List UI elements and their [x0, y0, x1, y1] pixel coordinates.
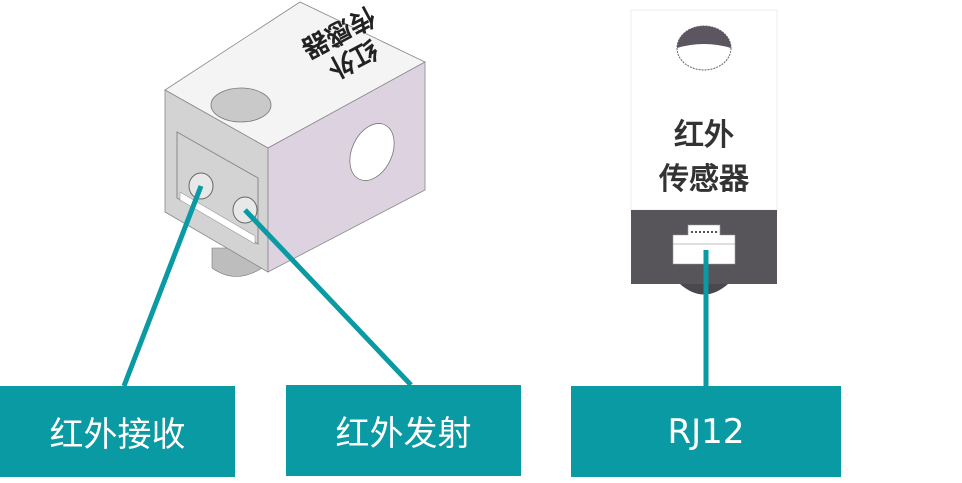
rj12-socket-icon	[672, 224, 736, 265]
leader-lines	[121, 185, 709, 387]
callout-connector-text: RJ12	[667, 411, 745, 452]
plate-label-line2: 传感器	[659, 162, 749, 197]
callout-emitter: 红外发射	[286, 385, 521, 476]
callout-connector: RJ12	[571, 386, 841, 477]
front-plate-view	[630, 9, 778, 295]
callout-receiver: 红外接收	[0, 386, 235, 477]
leader-emitter	[243, 208, 413, 387]
callout-receiver-text: 红外接收	[49, 415, 186, 455]
plate-label-line1: 红外	[674, 118, 734, 153]
leader-receiver	[121, 185, 204, 387]
callout-emitter-text: 红外发射	[335, 414, 472, 454]
